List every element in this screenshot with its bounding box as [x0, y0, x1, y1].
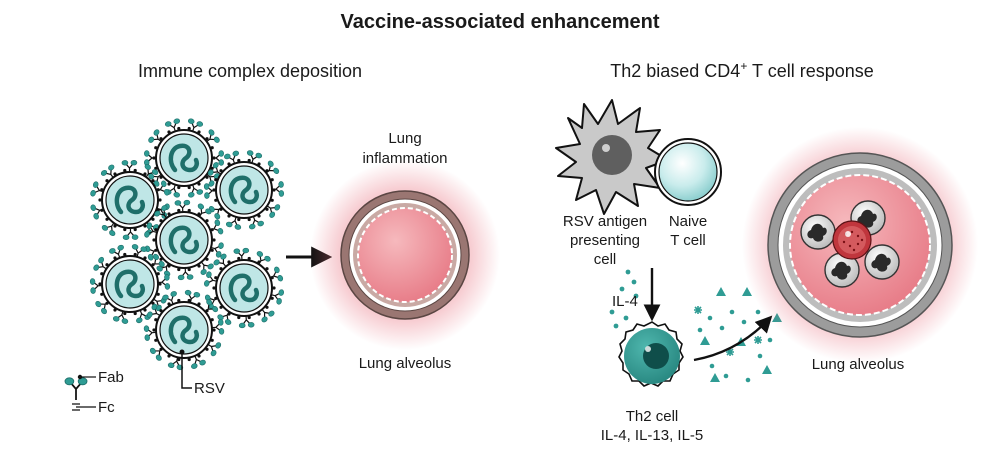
naive-t-cell-icon [654, 138, 722, 206]
eosinophil-icon [832, 220, 872, 260]
left-panel-heading: Immune complex deposition [138, 61, 362, 81]
right-alveolus-label: Lung alveolus [812, 356, 905, 373]
rsv-virion-icon [102, 256, 158, 312]
inflammation-label-line1: Lung [388, 130, 421, 147]
th2-cell-icon [618, 321, 684, 387]
inflammation-label-line2: inflammation [362, 150, 447, 167]
th2-label-line2: IL-4, IL-13, IL-5 [601, 427, 704, 444]
il4-cytokine-dots [609, 269, 639, 329]
rsv-pointer [179, 349, 192, 389]
rsv-virion-icon [156, 130, 212, 186]
rsv-virion-icon [156, 212, 212, 268]
naive-label-line2: T cell [670, 232, 706, 249]
rsv-virion-icon [216, 260, 272, 316]
th2-label-line1: Th2 cell [626, 408, 679, 425]
antibody-icon [64, 376, 88, 401]
rsv-immune-complex-cluster [89, 117, 285, 371]
apc-label-line1: RSV antigen [563, 213, 647, 230]
fab-label: Fab [98, 369, 124, 386]
il4-label: IL-4 [612, 293, 638, 310]
rsv-virion-icon [156, 302, 212, 358]
rsv-virion-icon [216, 162, 272, 218]
apc-label-line2: presenting [570, 232, 640, 249]
lung-alveolus-inflamed [310, 160, 500, 350]
fc-label: Fc [98, 399, 115, 416]
apc-label-line3: cell [594, 251, 617, 268]
left-alveolus-label: Lung alveolus [359, 355, 452, 372]
recruitment-arrow [693, 315, 773, 362]
figure-title: Vaccine-associated enhancement [340, 11, 659, 33]
rsv-label: RSV [194, 380, 225, 397]
antibody-legend [64, 374, 96, 411]
naive-label-line1: Naive [669, 213, 707, 230]
rsv-virion-icon [102, 172, 158, 228]
right-panel-heading: Th2 biased CD4+ T cell response [610, 59, 874, 81]
dendritic-cell-icon [555, 99, 669, 215]
